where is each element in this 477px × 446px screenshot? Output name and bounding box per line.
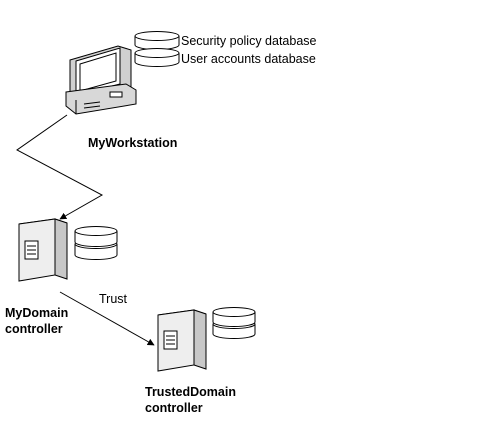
workstation-icon [65,45,137,115]
trust-arrow [59,291,155,346]
trusteddomain-label-line2: controller [145,401,203,415]
accounts-db-icon [134,48,180,67]
trust-label: Trust [99,292,128,306]
mydomain-label-line1: MyDomain [5,306,68,320]
legend-accounts-db-label: User accounts database [181,52,316,66]
mydomain-server-icon [18,218,68,282]
trusteddomain-db-icon [212,307,256,339]
legend-security-db-label: Security policy database [181,34,317,48]
trusteddomain-label-line1: TrustedDomain [145,385,236,399]
trusteddomain-server-icon [157,309,207,372]
mydomain-label-line2: controller [5,322,63,336]
workstation-label: MyWorkstation [88,136,177,150]
security-db-icon [134,31,180,50]
mydomain-db-icon [74,226,118,260]
workstation-to-mydomain-link [16,114,104,220]
